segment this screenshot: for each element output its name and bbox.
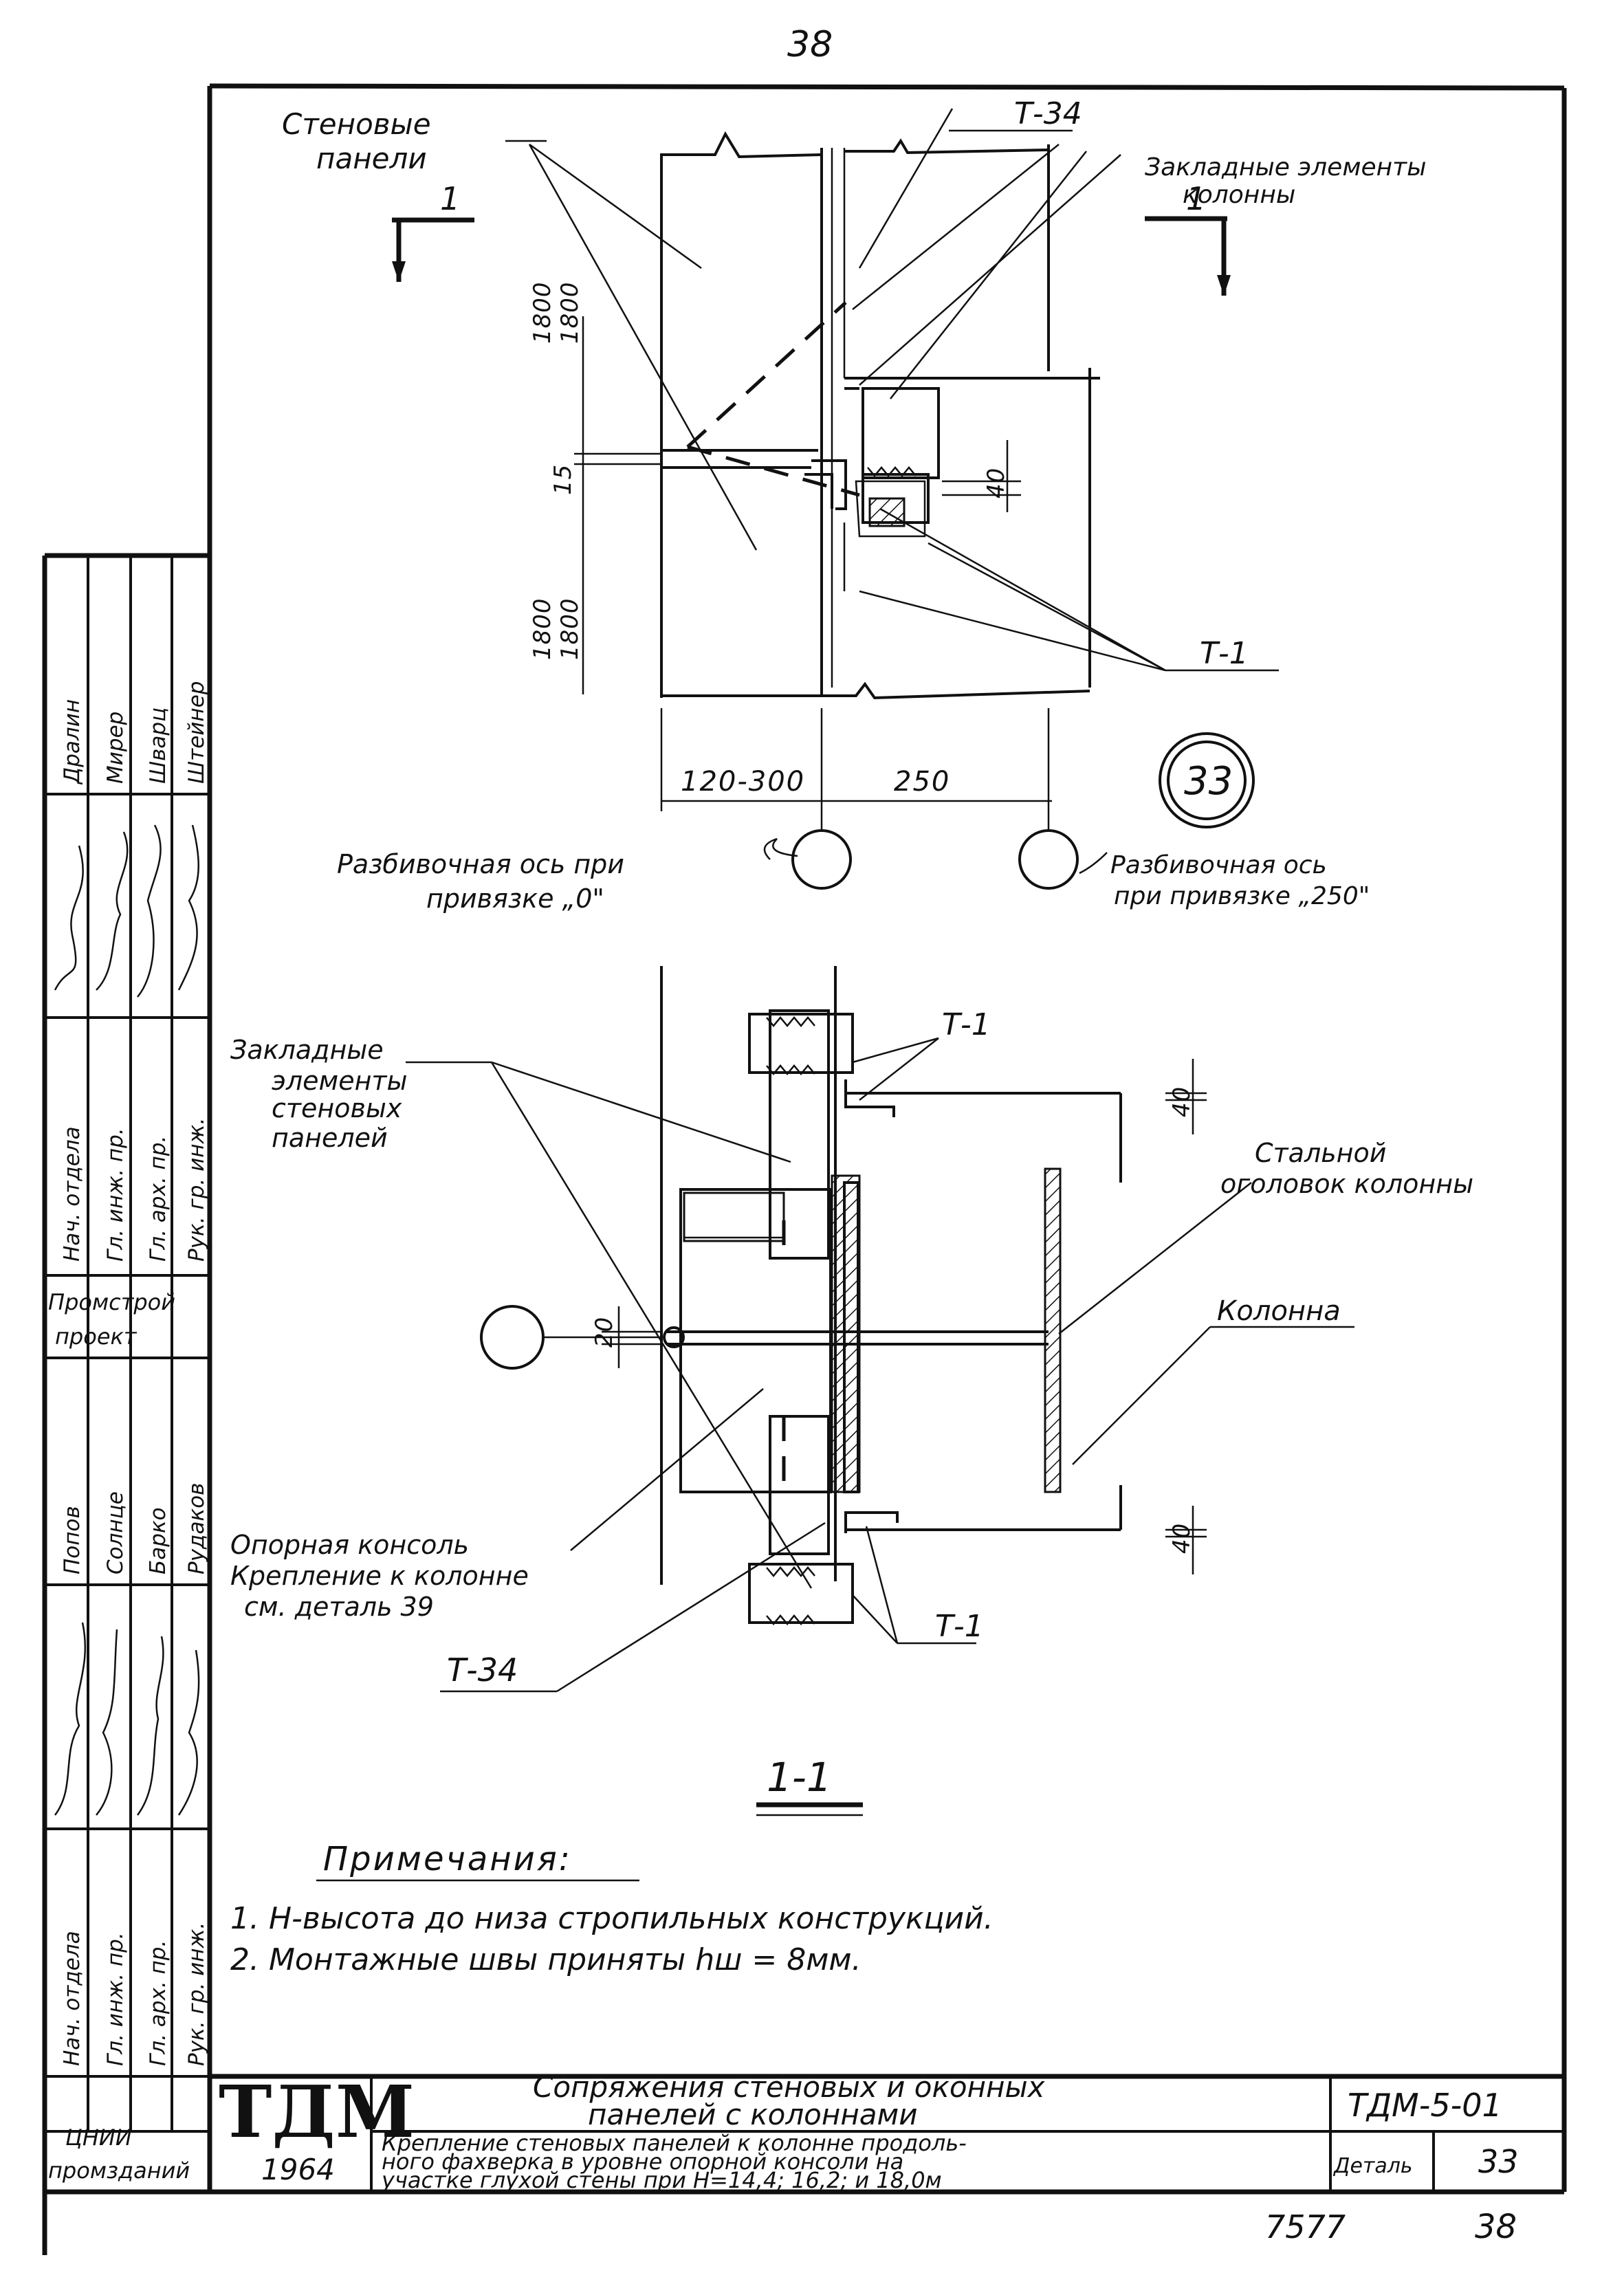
axis-zero-label: Разбивочная ось при привязке „0"	[337, 849, 633, 914]
detail-number-circle: 33	[1184, 759, 1233, 804]
t34-top-label: Т-34	[1014, 96, 1082, 131]
dim-120-300: 120-300	[681, 766, 805, 798]
stamp-role-top-4: Рук. гр. инж.	[184, 1118, 209, 1262]
detail-label: Деталь	[1332, 2154, 1413, 2178]
footer-doc-number: 7577	[1265, 2208, 1346, 2245]
stamp-role-top-1: Нач. отдела	[60, 1126, 85, 1262]
section-mark-left: 1	[440, 180, 460, 217]
approval-stamp	[43, 556, 210, 2192]
stamp-name-bottom-1: Попов	[60, 1506, 85, 1574]
title: Сопряжения стеновых и оконных панелей с …	[533, 2070, 1054, 2131]
stamp-names-bottom: Попов Солнце Барко Рудаков	[60, 1483, 209, 1574]
dim-40-a: 40	[1168, 1086, 1196, 1117]
t34-bottom-label: Т-34	[447, 1651, 518, 1689]
stamp-name-top-2: Мирер	[103, 712, 128, 784]
title-block	[210, 2074, 1564, 2192]
t1-label-a: Т-1	[942, 1007, 991, 1042]
stamp-name-top-1: Дралин	[60, 699, 85, 785]
stamp-org-bottom: ЦНИИ промзданий	[48, 2124, 190, 2184]
section-title: 1-1	[767, 1754, 832, 1801]
wall-panels-label: Стеновые панели	[282, 107, 440, 175]
dim-40-b: 40	[1168, 1523, 1196, 1554]
stamp-names-top: Дралин Мирер Шварц Штейнер	[60, 681, 209, 785]
stamp-name-top-4: Штейнер	[184, 681, 209, 784]
dim-1800-d: 1800	[556, 597, 584, 660]
stamp-roles-bottom: Нач. отдела Гл. инж. пр. Гл. арх. пр. Ру…	[60, 1922, 209, 2066]
t1-top-label: Т-1	[1200, 636, 1249, 671]
dim-40-top: 40	[983, 468, 1010, 498]
stamp-role-bottom-1: Нач. отдела	[60, 1931, 85, 2066]
dim-1800-c: 1800	[529, 597, 556, 660]
stamp-name-bottom-2: Солнце	[103, 1491, 128, 1574]
doc-code: ТДМ-5-01	[1348, 2087, 1502, 2124]
subtitle: Крепление стеновых панелей к колонне про…	[381, 2130, 974, 2193]
section-mark-right: 1	[1186, 180, 1206, 217]
steel-head-label: Стальной оголовок колонны	[1220, 1138, 1473, 1199]
bracket-label: Опорная консоль Крепление к колонне см. …	[230, 1530, 537, 1622]
note-1: 1. Н-высота до низа стропильных конструк…	[230, 1901, 994, 1936]
footer-page: 38	[1475, 2208, 1517, 2246]
stamp-signatures-top	[54, 824, 199, 998]
stamp-name-bottom-3: Барко	[146, 1507, 171, 1574]
dim-250: 250	[894, 766, 950, 798]
logo: ТДМ	[219, 2069, 415, 2154]
page-number: 38	[787, 24, 833, 65]
detail-value: 33	[1478, 2143, 1519, 2180]
stamp-role-top-3: Гл. арх. пр.	[146, 1136, 171, 1262]
notes-heading: Примечания:	[323, 1840, 572, 1878]
elevation-view: 1 1	[392, 108, 1279, 890]
dim-20: 20	[591, 1317, 618, 1348]
t1-label-b: Т-1	[935, 1609, 984, 1644]
stamp-role-bottom-4: Рук. гр. инж.	[184, 1922, 209, 2066]
stamp-roles-top: Нач. отдела Гл. инж. пр. Гл. арх. пр. Ру…	[60, 1118, 209, 1262]
stamp-signatures-bottom	[54, 1622, 200, 1816]
section-1-1-view	[406, 966, 1354, 1693]
stamp-role-bottom-2: Гл. инж. пр.	[103, 1932, 128, 2066]
stamp-name-bottom-4: Рудаков	[184, 1483, 209, 1574]
stamp-org-top: Промстрой проект	[48, 1289, 182, 1350]
embedded-panels-label: Закладные элементы стеновых панелей	[230, 1035, 416, 1153]
dim-15: 15	[549, 464, 577, 495]
note-2: 2. Монтажные швы приняты hш = 8мм.	[230, 1942, 862, 1977]
axis-250-label: Разбивочная ось при привязке „250"	[1110, 851, 1370, 910]
embedded-column-label: Закладные элементы колонны	[1145, 153, 1434, 209]
dim-1800-b: 1800	[556, 281, 584, 344]
year: 1964	[261, 2153, 335, 2186]
stamp-role-top-2: Гл. инж. пр.	[103, 1128, 128, 1262]
stamp-role-bottom-3: Гл. арх. пр.	[146, 1940, 171, 2066]
dim-1800-a: 1800	[529, 281, 556, 344]
column-label: Колонна	[1217, 1295, 1341, 1327]
stamp-name-top-3: Шварц	[146, 707, 171, 784]
